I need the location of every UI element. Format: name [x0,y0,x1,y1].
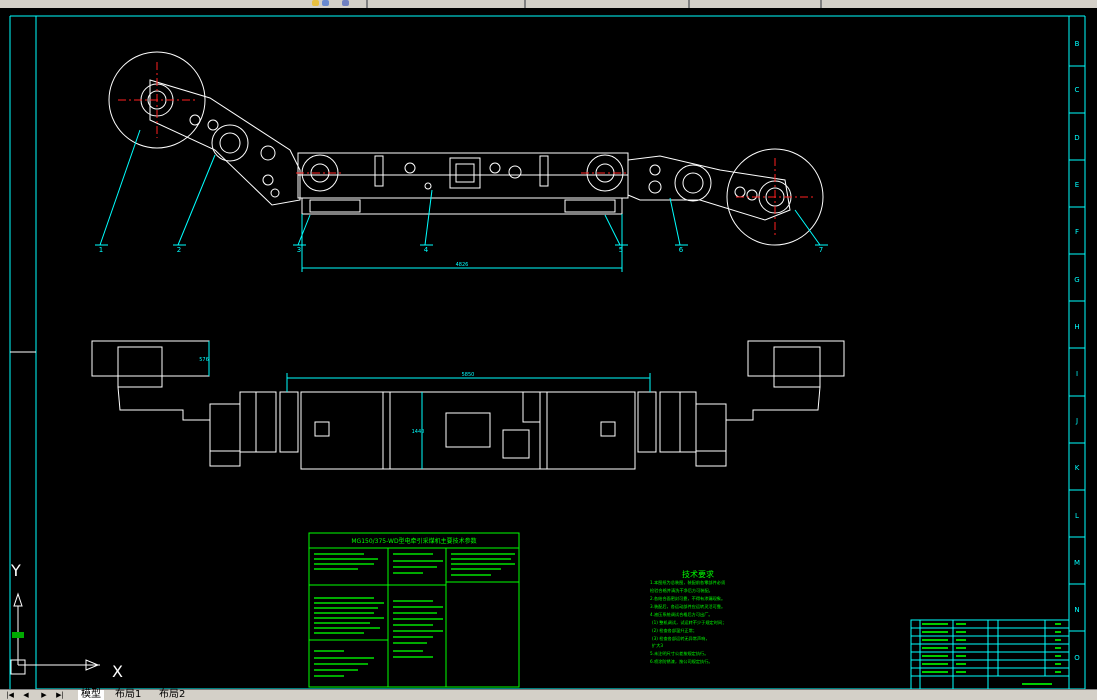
zone-letter: O [1074,654,1080,662]
tech-req-line: 扩大3 [652,642,663,649]
layer-state-icon[interactable] [322,0,329,6]
layer-manager-icon[interactable] [342,0,349,6]
tech-req-line: (1) 整机调试，试运转不少于规定时间； [652,619,726,626]
tab-layout1[interactable]: 布局1 [112,690,145,700]
tech-req-line: (2) 检查各部温升正常； [652,627,697,634]
balloon-6: 6 [679,246,684,254]
center-lines [118,62,814,236]
tech-req-line: 3.装配后，各运动部件应运转灵活可靠。 [650,603,725,610]
toolbar-separator [820,0,822,8]
layer-icon[interactable] [312,0,319,6]
right-drum [726,148,824,246]
model-space-canvas[interactable]: B C D E F G H I J K L M N O [0,8,1097,689]
params-table [308,532,520,688]
zone-letter: F [1075,228,1079,236]
zone-letter: G [1074,276,1079,284]
zone-ticks [1069,65,1085,632]
params-table-text-blocks [314,553,515,677]
tab-nav-next-icon[interactable]: ▶ [41,691,47,699]
tech-req-line: (3) 检查各部运转无异常声响， [652,635,710,642]
ucs-x-label: X [112,662,123,681]
toolbar-separator [366,0,368,8]
dim-top-value: 4826 [456,262,469,268]
dimension-plan [208,341,651,469]
plan-view [91,340,845,470]
balloon-7: 7 [819,246,823,254]
zone-letter: I [1076,370,1078,378]
zone-letter: C [1075,86,1080,94]
zone-letter: B [1075,40,1080,48]
balloon-numbers: 1 2 3 4 5 6 7 [99,246,823,254]
balloon-5: 5 [619,246,623,254]
dim-left-value: 576 [199,357,209,363]
zone-letter: D [1074,134,1079,142]
ucs-marker [12,632,24,638]
tech-req-line: 1.本图纸为总装图，装配前各零部件必须 [650,579,726,586]
zone-letter: L [1075,512,1079,520]
tech-req-line: 6.喷涂防锈漆，按公司规定执行。 [650,658,713,665]
leader-lines [95,129,828,246]
tab-model[interactable]: 模型 [78,690,104,700]
balloon-2: 2 [177,246,181,254]
zone-letter: E [1075,181,1079,189]
title-block [910,619,1070,689]
balloon-3: 3 [297,246,301,254]
layout-tabs-bar: |◀ ◀ ▶ ▶| 模型 布局1 布局2 [0,689,1097,700]
toolbar-separator [688,0,690,8]
dim-bottom-value: 5850 [462,372,475,378]
drawing-frame [9,15,1086,689]
tech-req-line: 2.各结合面密封可靠，不得有渗漏现象。 [650,595,725,602]
zone-letter: J [1075,417,1078,425]
tab-nav-last-icon[interactable]: ▶| [56,691,64,699]
front-view [108,51,824,246]
title-block-text [922,623,1061,685]
tech-req-line: 检验合格并清洗干净后方可装配。 [650,587,713,594]
dimension-top [301,214,623,272]
zone-letters: B C D E F G H I J K L M N O [1074,40,1080,662]
ucs-y-label: Y [11,561,21,580]
params-table-title: MG150/375-WD型电牵引采煤机主要技术参数 [351,537,476,545]
tech-req-line: 4.液压系统调试合格后方可出厂。 [650,611,713,618]
cad-drawing: B C D E F G H I J K L M N O [9,15,1086,689]
left-drum [108,51,206,149]
zone-letter: K [1075,464,1080,472]
dim-center-value: 1440 [412,429,425,435]
tab-layout2[interactable]: 布局2 [156,690,189,700]
tech-req-title: 技术要求 [682,569,714,579]
zone-letter: H [1074,323,1079,331]
tab-nav-first-icon[interactable]: |◀ [6,691,14,699]
toolbar-separator [524,0,526,8]
balloon-4: 4 [424,246,429,254]
ucs-icon [10,592,100,675]
balloon-1: 1 [99,246,103,254]
zone-letter: M [1074,559,1080,567]
zone-letter: N [1074,606,1079,614]
tech-req-line: 5.未注明尺寸公差按规定执行。 [650,650,708,657]
tech-requirements: 技术要求 1.本图纸为总装图，装配前各零部件必须 检验合格并清洗干净后方可装配。… [650,569,726,665]
tab-nav-prev-icon[interactable]: ◀ [23,691,29,699]
